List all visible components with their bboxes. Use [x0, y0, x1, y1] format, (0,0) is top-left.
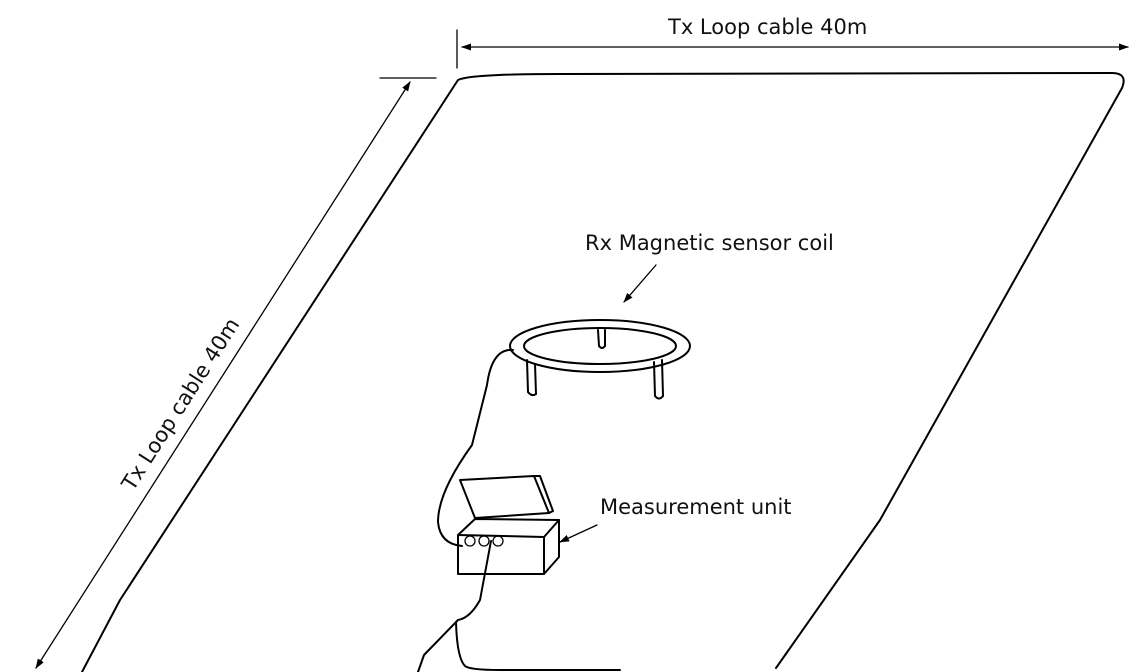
- measurement-unit: [457, 475, 560, 575]
- unit-cable: [417, 540, 492, 672]
- unit-label: Measurement unit: [600, 495, 792, 519]
- sensor-callout-arrow: [623, 264, 657, 303]
- top-dimension: Tx Loop cable 40m: [456, 15, 1129, 69]
- sensor-cable: [437, 348, 514, 547]
- tx-cable-to-unit: [455, 621, 621, 671]
- sensor-label: Rx Magnetic sensor coil: [585, 231, 834, 255]
- left-dimension-label: Tx Loop cable 40m: [116, 314, 244, 496]
- unit-callout-arrow: [559, 524, 598, 543]
- rx-sensor-coil: [509, 319, 691, 400]
- left-dimension: Tx Loop cable 40m: [35, 77, 437, 669]
- left-dimension-arrow: [35, 81, 411, 669]
- top-dimension-label: Tx Loop cable 40m: [667, 15, 867, 39]
